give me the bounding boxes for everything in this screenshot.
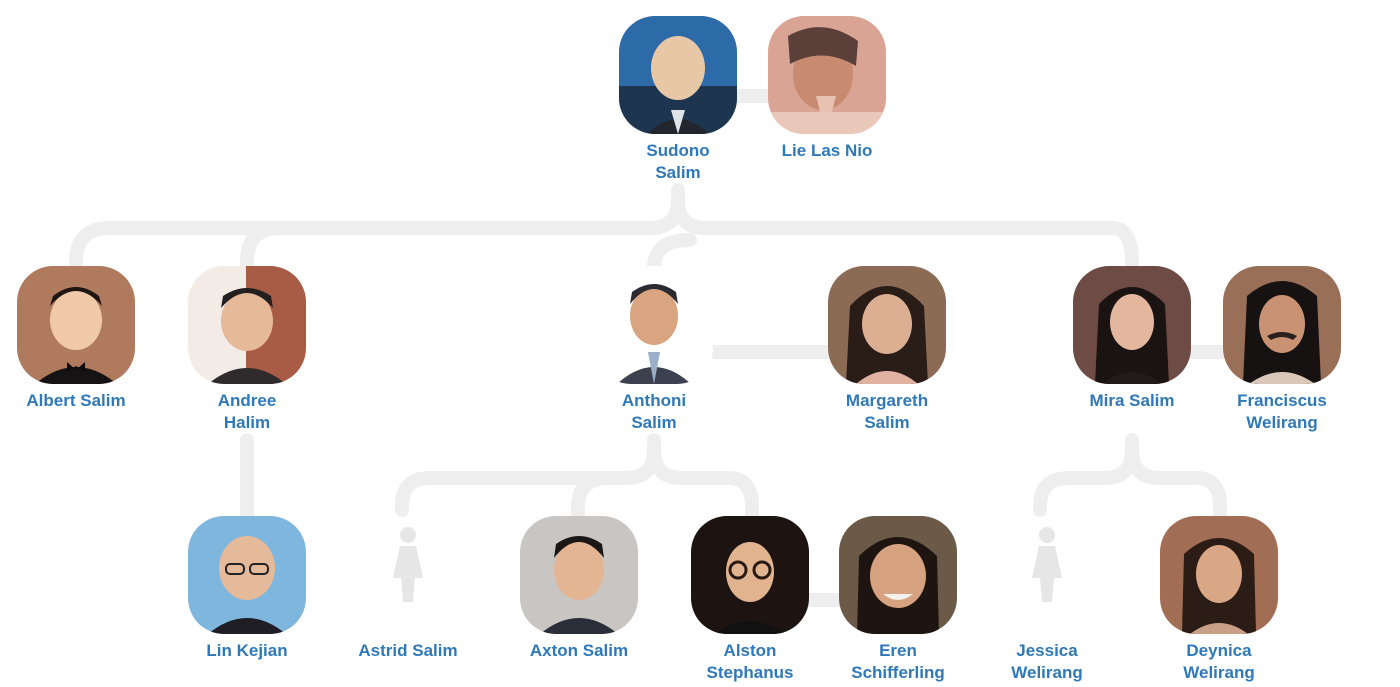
person-lin-kejian[interactable]: Lin Kejian [167, 516, 327, 662]
person-name[interactable]: Albert Salim [26, 391, 126, 410]
portrait-photo [691, 516, 809, 634]
person-deynica-welirang[interactable]: Deynica Welirang [1139, 516, 1299, 684]
portrait-photo [17, 266, 135, 384]
portrait-photo [188, 516, 306, 634]
person-eren-schifferling[interactable]: Eren Schifferling [818, 516, 978, 684]
portrait-photo [188, 266, 306, 384]
person-name[interactable]: Andree Halim [217, 391, 277, 432]
female-silhouette-icon [1032, 527, 1062, 602]
person-name[interactable]: Deynica Welirang [1183, 641, 1255, 682]
person-albert-salim[interactable]: Albert Salim [0, 266, 156, 412]
person-name[interactable]: Franciscus Welirang [1237, 391, 1327, 432]
photo-placeholder [988, 516, 1106, 634]
portrait-photo [595, 266, 713, 384]
person-axton-salim[interactable]: Axton Salim [499, 516, 659, 662]
portrait-photo [520, 516, 638, 634]
person-alston-stephanus[interactable]: Alston Stephanus [670, 516, 830, 684]
person-astrid-salim[interactable]: Astrid Salim [328, 516, 488, 662]
person-name[interactable]: Margareth Salim [845, 391, 929, 432]
person-sudono-salim[interactable]: Sudono Salim [598, 16, 758, 184]
person-mira-salim[interactable]: Mira Salim [1052, 266, 1212, 412]
portrait-photo [1160, 516, 1278, 634]
portrait-photo [619, 16, 737, 134]
person-name[interactable]: Alston Stephanus [706, 641, 794, 682]
portrait-photo [828, 266, 946, 384]
person-name[interactable]: Astrid Salim [358, 641, 458, 660]
portrait-photo [1073, 266, 1191, 384]
person-andree-halim[interactable]: Andree Halim [167, 266, 327, 434]
portrait-photo [839, 516, 957, 634]
person-jessica-welirang[interactable]: Jessica Welirang [967, 516, 1127, 684]
person-franciscus-welirang[interactable]: Franciscus Welirang [1202, 266, 1362, 434]
photo-placeholder [349, 516, 467, 634]
portrait-photo [768, 16, 886, 134]
person-name[interactable]: Mira Salim [1089, 391, 1175, 410]
person-anthoni-salim[interactable]: Anthoni Salim [574, 266, 734, 434]
person-name[interactable]: Lie Las Nio [781, 141, 873, 160]
person-name[interactable]: Jessica Welirang [1011, 641, 1083, 682]
person-lie-las-nio[interactable]: Lie Las Nio [747, 16, 907, 162]
person-name[interactable]: Axton Salim [529, 641, 629, 660]
person-margareth-salim[interactable]: Margareth Salim [807, 266, 967, 434]
portrait-photo [1223, 266, 1341, 384]
person-name[interactable]: Anthoni Salim [621, 391, 687, 432]
person-name[interactable]: Eren Schifferling [851, 641, 945, 682]
person-name[interactable]: Lin Kejian [206, 641, 288, 660]
person-name[interactable]: Sudono Salim [646, 141, 710, 182]
female-silhouette-icon [393, 527, 423, 602]
